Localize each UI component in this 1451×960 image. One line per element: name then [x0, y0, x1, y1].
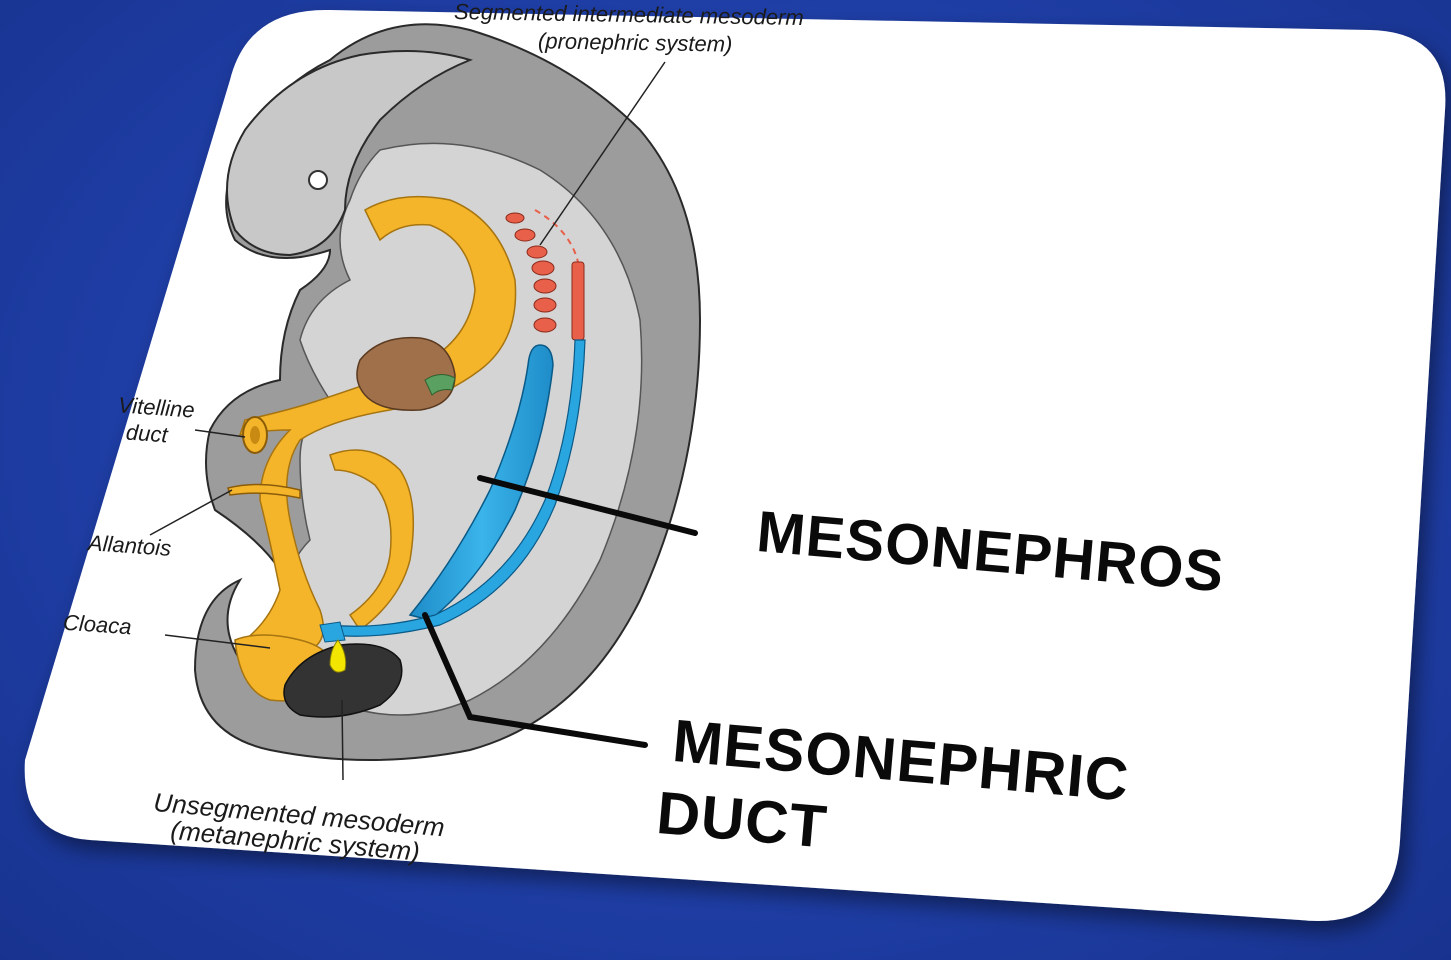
label-vitelline-2: duct	[125, 420, 168, 449]
label-cloaca: Cloaca	[62, 610, 132, 641]
pronephric-duct	[572, 262, 584, 340]
cloacal-junction	[320, 622, 345, 642]
label-segmented-2: (pronephric system)	[538, 28, 733, 57]
label-mesonephric-duct-2: DUCT	[654, 778, 830, 862]
liver	[357, 338, 455, 411]
eye-circle	[309, 171, 327, 189]
